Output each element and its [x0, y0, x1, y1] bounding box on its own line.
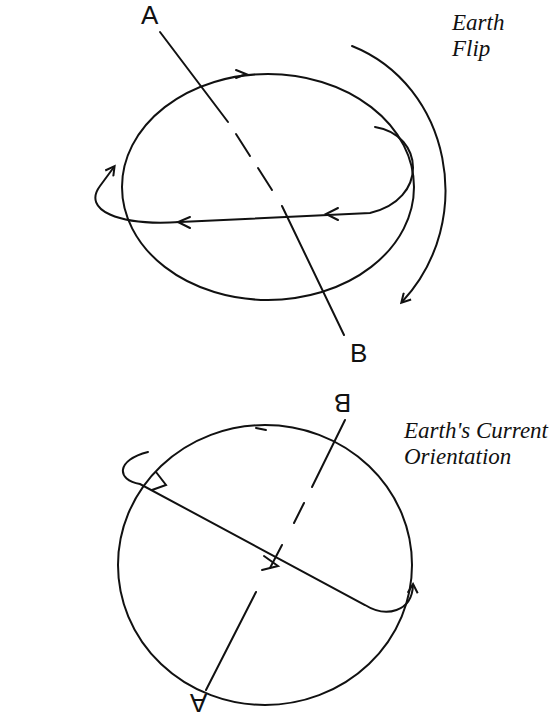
axis-line — [282, 206, 344, 335]
equator-rotation — [95, 127, 413, 223]
rotation-arrow — [152, 472, 166, 490]
note-text: Earth's Current Orientation — [404, 418, 552, 471]
axis-dash — [236, 134, 250, 156]
flip-arrow — [352, 46, 445, 302]
globe-outline — [122, 74, 414, 300]
rotation-arrow — [326, 208, 338, 220]
equator-rotation — [123, 452, 413, 612]
rotation-arrow — [236, 70, 246, 78]
axis-label: B — [334, 390, 351, 416]
rotation-arrow — [262, 556, 278, 570]
axis-dash — [294, 503, 304, 523]
rotation-arrow — [178, 217, 190, 228]
axis-label: A — [141, 2, 158, 28]
rotation-tick — [256, 428, 266, 430]
axis-label: B — [350, 340, 367, 366]
axis-line — [312, 420, 345, 487]
note-text: Earth Flip — [452, 10, 532, 63]
axis-dash — [258, 168, 272, 190]
axis-line — [160, 32, 228, 122]
globe-outline — [118, 425, 412, 705]
axis-label: A — [190, 690, 207, 716]
axis-line — [206, 592, 256, 690]
